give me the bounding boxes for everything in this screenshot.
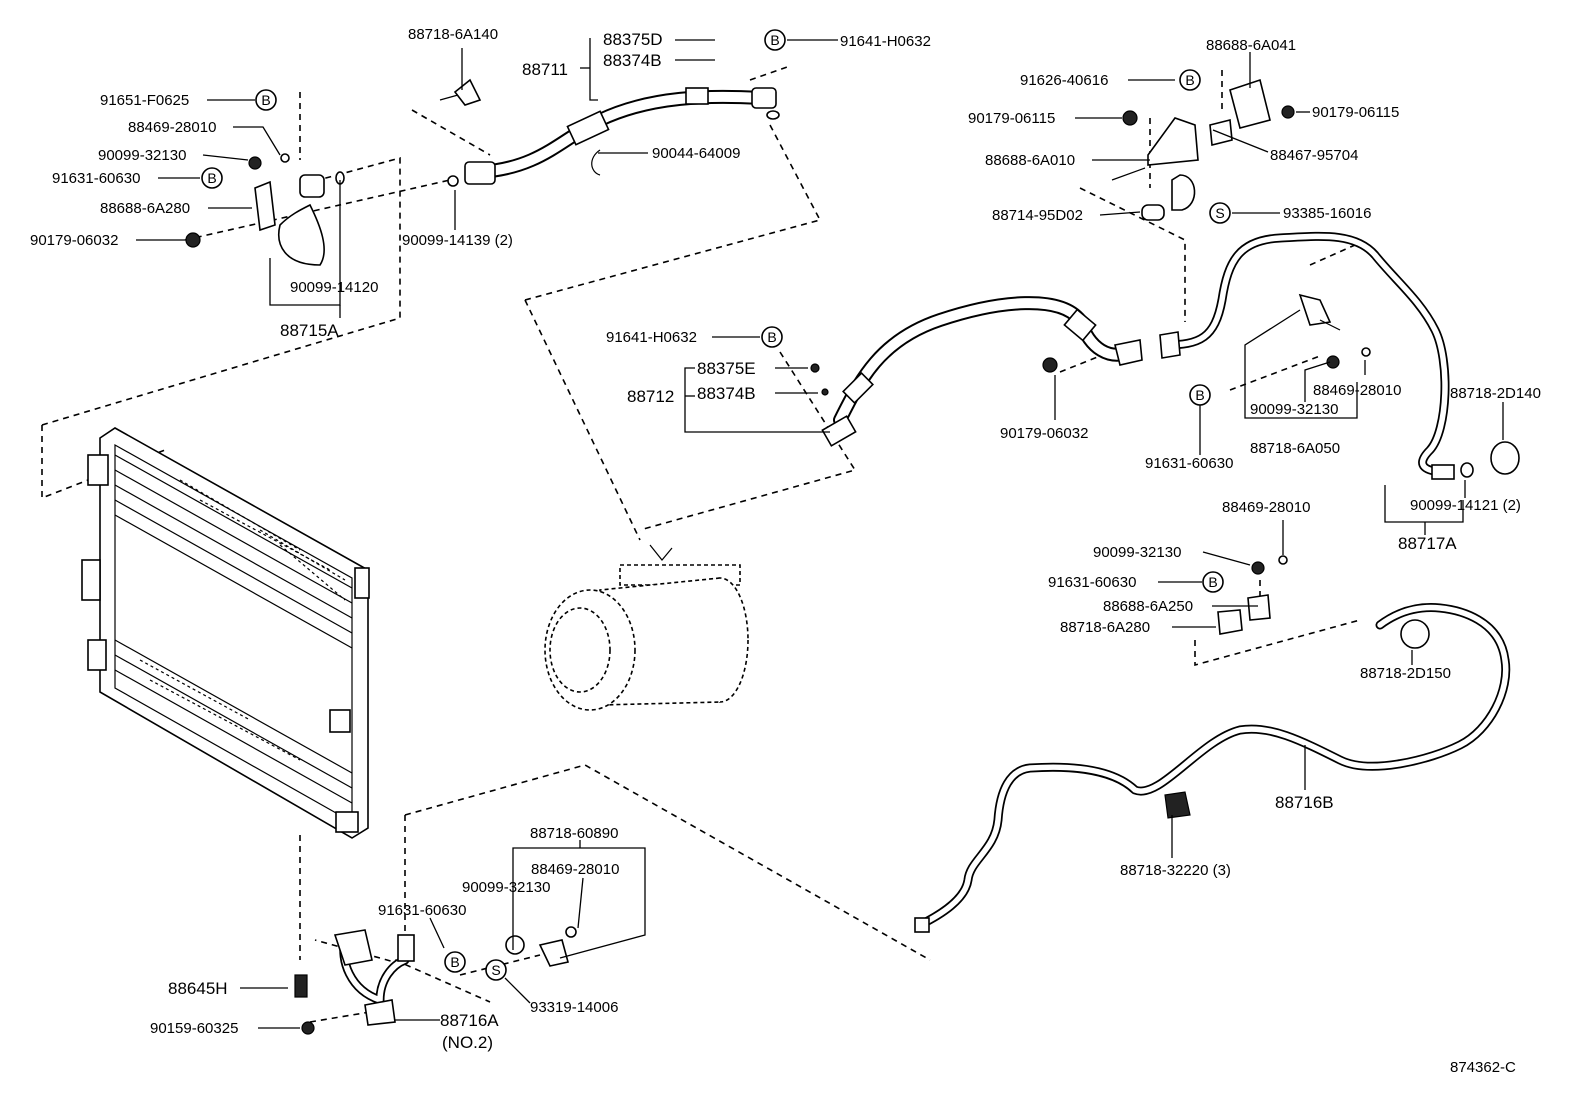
label-88718-2D140: 88718-2D140 [1450,385,1541,402]
bolt-symbol-91631-d: B [444,951,466,973]
label-93319-14006: 93319-14006 [530,999,618,1016]
hose-88711 [439,78,780,187]
label-88718-6A050: 88718-6A050 [1250,440,1340,457]
label-88467-95704: 88467-95704 [1270,147,1358,164]
label-91651-F0625: 91651-F0625 [100,92,189,109]
bolt-symbol-91631-a: B [201,167,223,189]
svg-text:B: B [207,170,216,186]
label-90099-32130-b: 90099-32130 [1250,401,1338,418]
svg-text:S: S [1215,205,1224,221]
label-91631-60630-a: 91631-60630 [52,170,140,187]
label-88469-28010-b: 88469-28010 [1313,382,1401,399]
svg-text:B: B [1185,72,1194,88]
label-90179-06032-b: 90179-06032 [1000,425,1088,442]
svg-text:S: S [491,962,500,978]
symbol-circles: B B B B S B B B B S [201,29,1231,981]
label-88469-28010-a: 88469-28010 [128,119,216,136]
label-90159-60325: 90159-60325 [150,1020,238,1037]
label-88718-60890: 88718-60890 [530,825,618,842]
label-88375D: 88375D [603,30,663,49]
label-91631-60630-b: 91631-60630 [1145,455,1233,472]
label-93385-16016: 93385-16016 [1283,205,1371,222]
bolt-symbol-91631-b: B [1189,384,1211,406]
label-88374B-top: 88374B [603,51,662,70]
label-91631-60630-d: 91631-60630 [378,902,466,919]
bracket-group-88688-6A010 [1111,78,1295,221]
label-88714-95D02: 88714-95D02 [992,207,1083,224]
label-88716A: 88716A [440,1011,499,1030]
svg-text:B: B [770,32,779,48]
label-90099-32130-d: 90099-32130 [462,879,550,896]
bolt-symbol-91651: B [255,89,277,111]
dashed-guide-lines [41,65,1361,1023]
label-88718-2D150: 88718-2D150 [1360,665,1451,682]
leader-lines [136,38,1504,1029]
bolt-symbol-91626: B [1179,69,1201,91]
label-88469-28010-d: 88469-28010 [531,861,619,878]
label-88469-28010-c: 88469-28010 [1222,499,1310,516]
bolt-symbol-91641-a: B [764,29,786,51]
label-88688-6A041: 88688-6A041 [1206,37,1296,54]
label-90179-06115-a: 90179-06115 [968,110,1055,127]
pipe-88716B [914,555,1511,933]
bolt-symbol-91641-b: B [761,326,783,348]
part-labels: 88718-6A140 88375D 88711 88374B 91641-H0… [30,26,1541,1052]
compressor [544,544,749,711]
label-88715A: 88715A [280,321,339,340]
label-88716B: 88716B [1275,793,1334,812]
pipe-88717A [1159,231,1520,480]
label-88711: 88711 [522,60,568,79]
label-90099-32130-c: 90099-32130 [1093,544,1181,561]
label-90179-06115-b: 90179-06115 [1312,104,1399,121]
label-88688-6A280: 88688-6A280 [100,200,190,217]
svg-text:B: B [1208,574,1217,590]
label-88718-6A280: 88718-6A280 [1060,619,1150,636]
label-91631-60630-c: 91631-60630 [1048,574,1136,591]
svg-text:B: B [450,954,459,970]
svg-text:B: B [1195,387,1204,403]
label-90099-14121: 90099-14121 (2) [1410,497,1521,514]
label-91641-H0632-top: 91641-H0632 [840,33,931,50]
label-88716A-no2: (NO.2) [442,1033,493,1052]
bolt-symbol-91631-c: B [1202,571,1224,593]
label-90099-32130-a: 90099-32130 [98,147,186,164]
svg-text:B: B [767,329,776,345]
label-90099-14120: 90099-14120 [290,279,378,296]
hose-88712 [810,296,1143,447]
label-88718-6A140: 88718-6A140 [408,26,498,43]
label-88688-6A250: 88688-6A250 [1103,598,1193,615]
label-88718-32220: 88718-32220 (3) [1120,862,1231,879]
label-91641-H0632-mid: 91641-H0632 [606,329,697,346]
label-88712: 88712 [627,387,674,406]
label-88645H: 88645H [168,979,228,998]
condenser [81,427,370,839]
label-90044-64009: 90044-64009 [652,145,740,162]
label-88374B-mid: 88374B [697,384,756,403]
svg-text:B: B [261,92,270,108]
standard-symbol-93319: S [485,959,507,981]
label-90179-06032-a: 90179-06032 [30,232,118,249]
label-88688-6A010: 88688-6A010 [985,152,1075,169]
label-88717A: 88717A [1398,534,1457,553]
label-90099-14139: 90099-14139 (2) [402,232,513,249]
label-91626-40616: 91626-40616 [1020,72,1108,89]
standard-symbol-93385: S [1209,202,1231,224]
label-88375E: 88375E [697,359,756,378]
pipe-88716A-no2 [185,153,577,1035]
diagram-id: 874362-C [1450,1059,1516,1076]
